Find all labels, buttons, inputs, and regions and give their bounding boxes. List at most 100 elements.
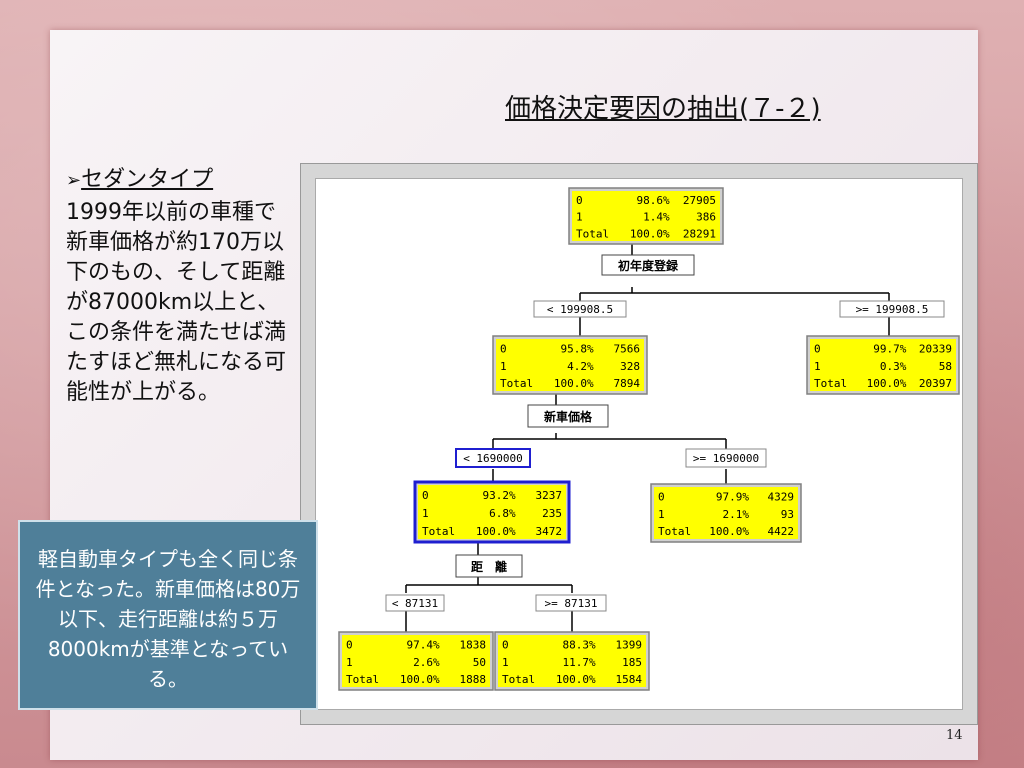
branch-label-s3-left: < 87131 (385, 594, 445, 612)
branch-condition: >= 1690000 (693, 452, 759, 465)
decision-tree-figure: 初年度登録 新車価格 距 離 < 199908.5 >= 199908.5 (300, 163, 978, 725)
node-fill (810, 339, 956, 391)
bullet-heading: セダンタイプ (81, 167, 214, 192)
node-cell: 99.7% (873, 343, 906, 356)
branch-condition: < 87131 (392, 597, 438, 610)
split-variable-s1: 初年度登録 (601, 254, 695, 276)
decision-tree-svg: 初年度登録 新車価格 距 離 < 199908.5 >= 199908.5 (338, 187, 960, 691)
node-cell: 0 (346, 639, 353, 652)
split-variable-s3: 距 離 (455, 554, 523, 578)
node-cell: 7894 (614, 377, 641, 390)
node-cell: 1 (658, 508, 665, 521)
node-fill (342, 635, 490, 687)
node-cell: 11.7% (563, 656, 596, 669)
tree-connectors (405, 241, 890, 635)
node-cell: 97.9% (716, 491, 749, 504)
node-cell: 100.0% (867, 377, 907, 390)
node-cell: Total (814, 377, 847, 390)
node-cell: 3472 (536, 525, 563, 538)
node-cell: 93 (781, 508, 794, 521)
node-fill (418, 485, 566, 539)
node-cell: 1 (422, 507, 429, 520)
node-cell: 1 (576, 211, 583, 224)
node-cell: Total (346, 673, 379, 686)
node-cell: 100.0% (709, 525, 749, 538)
node-cell: 0 (814, 343, 821, 356)
node-cell: 0 (658, 491, 665, 504)
node-cell: 50 (473, 656, 486, 669)
decision-tree-canvas: 初年度登録 新車価格 距 離 < 199908.5 >= 199908.5 (315, 178, 963, 710)
node-cell: 0 (576, 194, 583, 207)
branch-label-s2-right: >= 1690000 (685, 448, 767, 468)
node-cell: 1 (500, 360, 507, 373)
node-cell: Total (658, 525, 691, 538)
node-cell: 27905 (683, 194, 716, 207)
node-cell: 95.8% (561, 343, 594, 356)
node-cell: 28291 (683, 227, 716, 240)
node-cell: 0 (502, 639, 509, 652)
branch-condition: >= 199908.5 (856, 303, 929, 316)
node-cell: 20339 (919, 343, 952, 356)
node-fill (572, 191, 720, 241)
node-cell: 2.6% (413, 656, 440, 669)
node-cell: 88.3% (563, 639, 596, 652)
node-cell: 6.8% (489, 507, 516, 520)
node-cell: 98.6% (637, 194, 670, 207)
node-cell: 4422 (768, 525, 795, 538)
node-cell: 1838 (460, 639, 487, 652)
node-cell: Total (422, 525, 455, 538)
split-variable-s2: 新車価格 (527, 404, 609, 428)
node-cell: 100.0% (476, 525, 516, 538)
node-fill (654, 487, 798, 539)
node-cell: 185 (622, 656, 642, 669)
node-cell: 1888 (460, 673, 487, 686)
node-cell: 0 (422, 489, 429, 502)
node-fill (498, 635, 646, 687)
node-cell: Total (500, 377, 533, 390)
branch-condition: < 199908.5 (547, 303, 613, 316)
node-cell: 2.1% (723, 508, 750, 521)
slide-title: 価格決定要因の抽出(７-２) (505, 94, 821, 124)
node-cell: 1399 (616, 639, 643, 652)
node-cell: 1 (346, 656, 353, 669)
node-cell: 97.4% (407, 639, 440, 652)
branch-label-s3-right: >= 87131 (535, 594, 607, 612)
node-cell: 93.2% (483, 489, 516, 502)
split-variable-label: 新車価格 (544, 409, 593, 424)
bullet-block: ➢セダンタイプ 1999年以前の車種で新車価格が約170万以下のもの、そして距離… (66, 165, 296, 408)
node-cell: Total (502, 673, 535, 686)
node-cell: Total (576, 227, 609, 240)
node-cell: 328 (620, 360, 640, 373)
node-cell: 4.2% (567, 360, 594, 373)
node-cell: 58 (939, 360, 952, 373)
split-variable-label: 初年度登録 (618, 258, 679, 273)
node-cell: 1584 (616, 673, 643, 686)
bullet-arrow-icon: ➢ (66, 170, 82, 191)
callout-text: 軽自動車タイプも全く同じ条件となった。新車価格は80万以下、走行距離は約５万80… (35, 547, 301, 691)
node-cell: 1.4% (643, 211, 670, 224)
node-cell: 235 (542, 507, 562, 520)
node-cell: 100.0% (400, 673, 440, 686)
page-number: 14 (946, 728, 963, 743)
node-cell: 1 (502, 656, 509, 669)
branch-label-s1-left: < 199908.5 (533, 300, 627, 318)
node-cell: 0.3% (880, 360, 907, 373)
split-variable-label: 距 離 (471, 559, 507, 574)
node-cell: 100.0% (630, 227, 670, 240)
node-cell: 0 (500, 343, 507, 356)
bullet-heading-row: ➢セダンタイプ (66, 165, 296, 196)
branch-label-s2-left: < 1690000 (455, 448, 531, 468)
branch-label-s1-right: >= 199908.5 (839, 300, 945, 318)
node-cell: 4329 (768, 491, 795, 504)
bullet-body: 1999年以前の車種で新車価格が約170万以下のもの、そして距離が87000km… (66, 200, 287, 405)
node-cell: 1 (814, 360, 821, 373)
node-cell: 3237 (536, 489, 563, 502)
